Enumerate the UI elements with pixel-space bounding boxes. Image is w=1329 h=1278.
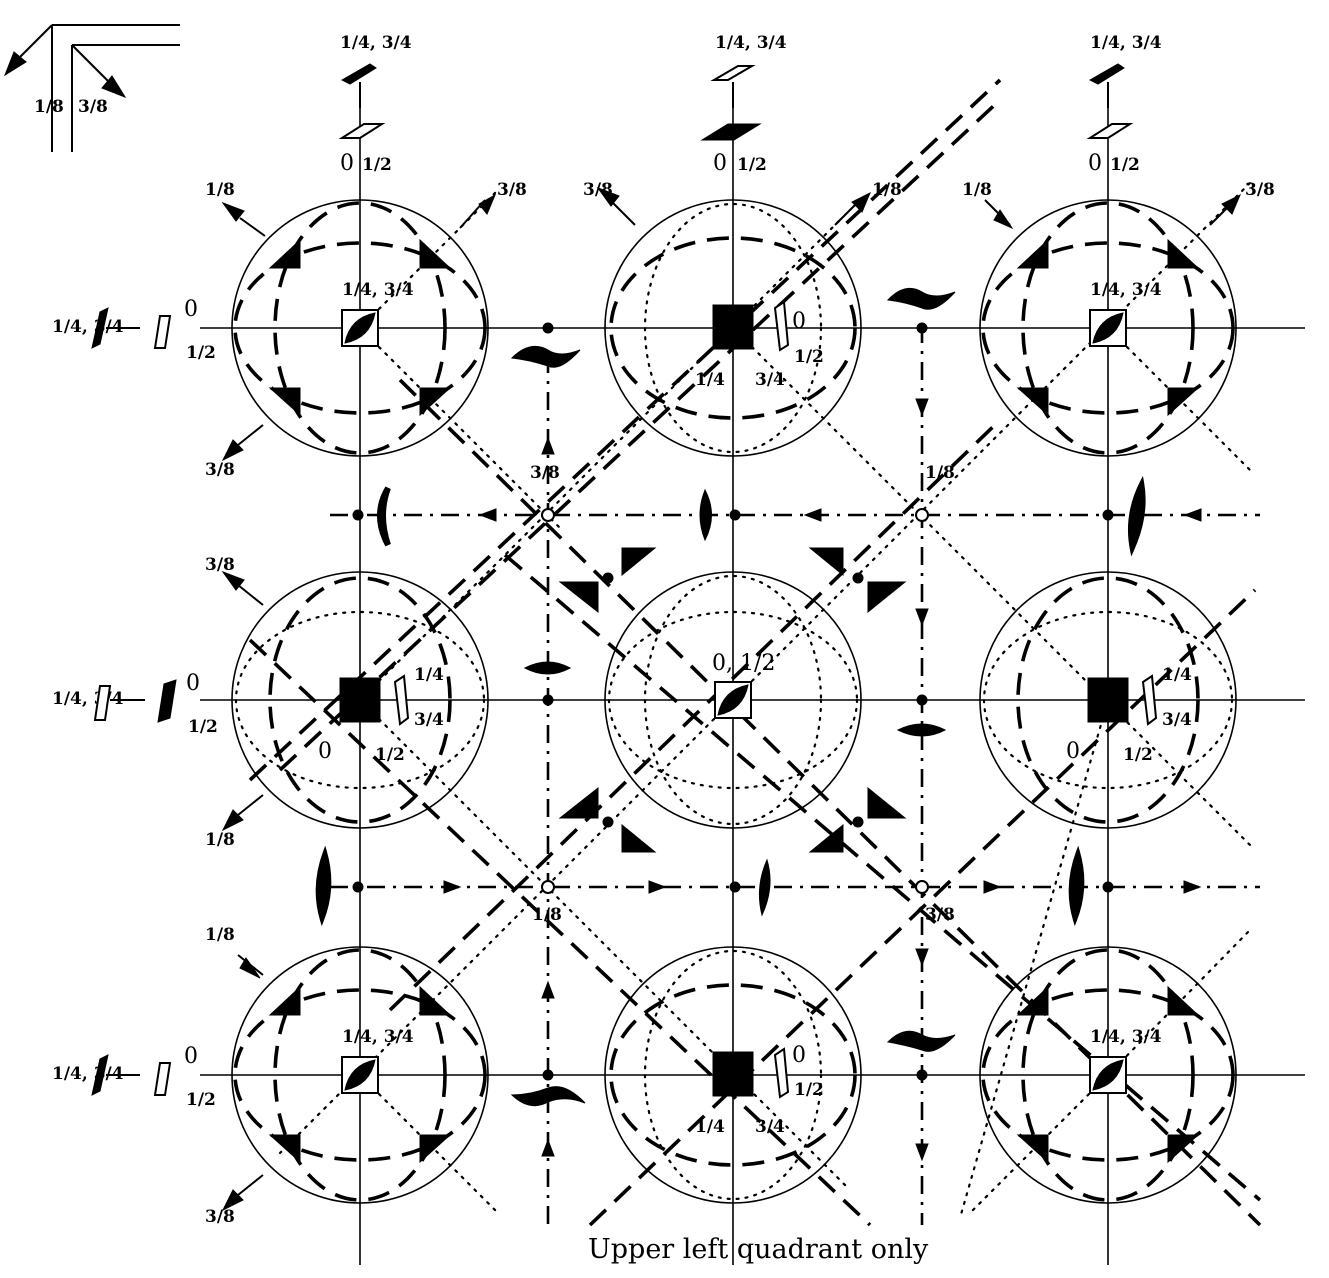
cell-label-tl: 1/4, 3/4: [342, 280, 414, 300]
top-top-2: 1/2: [737, 155, 767, 175]
left-symbol-3: 1/4, 3/4 0 1/2: [52, 1044, 216, 1110]
cell-center-symbols: [339, 304, 1129, 1097]
cell-label-bl: 1/4, 3/4: [342, 1027, 414, 1047]
left-heights-1: 1/4, 3/4: [52, 317, 124, 337]
top-top-3: 1/2: [1110, 155, 1140, 175]
edge-top-half: 1/2: [794, 347, 824, 367]
cell-label-tr: 1/4, 3/4: [1090, 280, 1162, 300]
label-3-8-f: 3/8: [205, 1207, 235, 1227]
edge-top-threequarter: 3/4: [755, 370, 785, 390]
inv-label-d: 3/8: [925, 905, 955, 925]
axes-legend: 1/8 3/8: [3, 24, 180, 152]
top-base-2: 0: [713, 151, 727, 176]
cell-labels: 1/4, 3/4 1/4, 3/4 1/4, 3/4 1/4, 3/4 0, 1…: [318, 280, 1192, 1137]
top-base-3: 0: [1088, 151, 1102, 176]
left-top-1: 1/2: [186, 343, 216, 363]
axes-label-left: 1/8: [34, 97, 64, 117]
cell-label-br: 1/4, 3/4: [1090, 1027, 1162, 1047]
edge-bottom-threequarter: 3/4: [755, 1117, 785, 1137]
left-base-1: 0: [184, 297, 198, 322]
axes-label-right: 3/8: [78, 97, 108, 117]
edge-left-quarter: 1/4: [414, 665, 444, 685]
edge-bottom-base: 0: [792, 1043, 806, 1068]
edge-left-threequarter: 3/4: [414, 710, 444, 730]
top-marginal-symbols: 1/4, 3/4 0 1/2 1/4, 3/4 0 1/2 1/4, 3/4 0…: [338, 33, 1162, 176]
inv-label-a: 3/8: [530, 463, 560, 483]
left-top-2: 1/2: [188, 717, 218, 737]
inversion-centers: [352, 322, 1114, 1081]
glide-arrows: [443, 398, 1202, 1162]
stereographic-circles: [231, 199, 1237, 1204]
top-symbol-3: 1/4, 3/4 0 1/2: [1086, 33, 1162, 176]
edge-right-half: 1/2: [1123, 745, 1153, 765]
label-1-8-a: 1/8: [205, 180, 235, 200]
cell-label-center: 0, 1/2: [712, 651, 775, 676]
rotoinversion-symbols: [558, 547, 907, 853]
label-3-8-b: 3/8: [205, 460, 235, 480]
inversion-height-labels: 3/8 1/8 1/8 3/8: [530, 463, 955, 925]
edge-left-base: 0: [318, 739, 332, 764]
top-heights-3: 1/4, 3/4: [1090, 33, 1162, 53]
left-heights-3: 1/4, 3/4: [52, 1064, 124, 1084]
label-1-8-c: 1/8: [962, 180, 992, 200]
label-3-8-a: 3/8: [497, 180, 527, 200]
edge-bottom-quarter: 1/4: [695, 1117, 725, 1137]
top-heights-1: 1/4, 3/4: [340, 33, 412, 53]
edge-right-base: 0: [1066, 739, 1080, 764]
edge-top-quarter: 1/4: [695, 370, 725, 390]
top-top-1: 1/2: [362, 155, 392, 175]
edge-top-base: 0: [792, 309, 806, 334]
left-base-2: 0: [186, 671, 200, 696]
diagonal-arrows: [221, 186, 1241, 1212]
arrow-height-labels: 1/8 3/8 3/8 3/8 1/8 1/8 3/8 3/8 1/8 1/8 …: [205, 180, 1275, 1227]
left-top-3: 1/2: [186, 1090, 216, 1110]
label-1-8-e: 1/8: [205, 925, 235, 945]
left-symbol-2: 1/4, 3/4 0 1/2: [52, 671, 218, 737]
inv-label-b: 1/8: [925, 463, 955, 483]
label-1-8-d: 1/8: [205, 830, 235, 850]
edge-right-threequarter: 3/4: [1162, 710, 1192, 730]
edge-right-quarter: 1/4: [1162, 665, 1192, 685]
top-heights-2: 1/4, 3/4: [715, 33, 787, 53]
corner-triangles: [268, 238, 1200, 1164]
left-marginal-symbols: 1/4, 3/4 0 1/2 1/4, 3/4 0 1/2 1/4, 3/4 0…: [52, 297, 218, 1110]
top-symbol-1: 1/4, 3/4 0 1/2: [338, 33, 412, 176]
edge-bottom-half: 1/2: [794, 1080, 824, 1100]
top-symbol-2: 1/4, 3/4 0 1/2: [700, 33, 787, 176]
label-3-8-c: 3/8: [583, 180, 613, 200]
twofold-lenses: [315, 287, 1146, 1107]
label-1-8-b: 1/8: [872, 180, 902, 200]
diagram-caption: Upper left quadrant only: [588, 1234, 929, 1265]
label-3-8-d: 3/8: [1245, 180, 1275, 200]
edge-left-half: 1/2: [375, 745, 405, 765]
left-base-3: 0: [184, 1044, 198, 1069]
left-symbol-1: 1/4, 3/4 0 1/2: [52, 297, 216, 363]
inv-label-c: 1/8: [532, 905, 562, 925]
label-3-8-e: 3/8: [205, 555, 235, 575]
top-base-1: 0: [340, 151, 354, 176]
